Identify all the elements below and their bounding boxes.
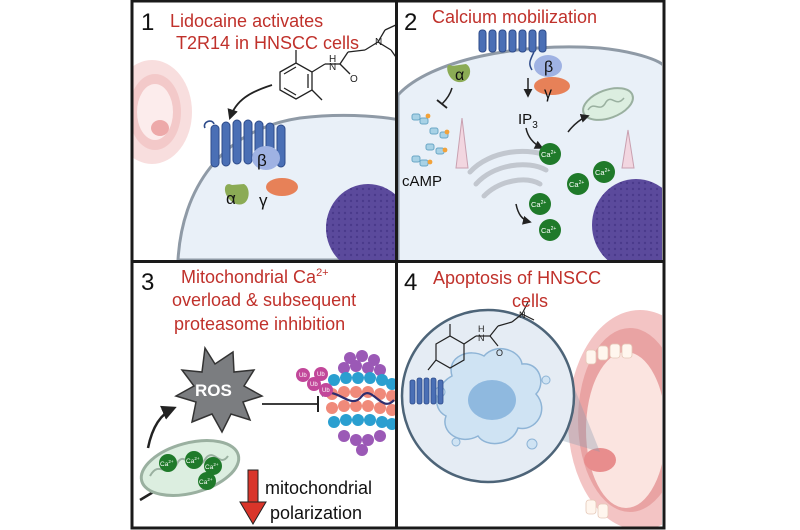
ub-label-a: Ub — [299, 373, 307, 379]
panel-2: α β γ cAMP IP3 — [398, 2, 662, 260]
panel-number-2: 2 — [404, 9, 417, 36]
g-gamma-subunit-1 — [266, 178, 298, 196]
g-alpha-subunit-2 — [447, 64, 471, 83]
svg-text:H: H — [329, 54, 336, 65]
mouth-illustration-1 — [133, 60, 192, 164]
svg-text:O: O — [350, 74, 358, 85]
binding-arrow-1 — [227, 84, 273, 121]
ros-arrow — [146, 405, 177, 449]
decrease-arrow — [239, 469, 267, 525]
inhibition-line-2 — [441, 87, 453, 105]
mitochondrion-2 — [582, 87, 634, 121]
camp-gradient-wedge — [455, 117, 469, 169]
alpha-label-2: α — [455, 67, 464, 84]
ca-ion-label-3a: Ca2+ — [160, 459, 174, 468]
svg-text:O: O — [496, 348, 503, 358]
ca-ion-label-2a: Ca2+ — [541, 150, 556, 159]
svg-text:N: N — [375, 37, 382, 48]
ca-ion-label-3c: Ca2+ — [205, 462, 219, 471]
calcium-ions-2 — [529, 143, 615, 241]
mouth-illustration-4 — [568, 310, 662, 528]
camp-molecules — [411, 113, 449, 167]
ub-label-c: Ub — [317, 372, 325, 378]
mito-polarization-line-2: polarization — [270, 503, 362, 523]
alpha-label-1: α — [226, 189, 236, 208]
panel-title-3-line-2: overload & subsequent — [172, 290, 356, 310]
camp-label: cAMP — [402, 173, 442, 190]
panel-number-1: 1 — [141, 9, 154, 36]
proteasome-complex — [321, 350, 395, 456]
g-beta-subunit-1 — [252, 146, 280, 170]
apoptotic-nucleus — [468, 380, 516, 420]
panel-title-4-line-2: cells — [512, 291, 548, 311]
mito-polarization-line-1: mitochondrial — [265, 478, 372, 498]
ros-burst — [174, 345, 264, 434]
ca-ion-label-3b: Ca2+ — [186, 456, 200, 465]
t2r14-receptor-2 — [478, 29, 547, 53]
svg-text:N: N — [329, 62, 336, 73]
beta-label-1: β — [257, 151, 267, 170]
calcium-ions-3 — [159, 451, 222, 490]
ip3-arrow — [525, 127, 544, 149]
ca-ion-label-2d: Ca2+ — [531, 200, 546, 209]
panel-title-3-line-3: proteasome inhibition — [174, 314, 345, 334]
panel-4: H N O N 4 Apoptosis of HNSCC cells — [398, 263, 662, 528]
svg-text:N: N — [519, 310, 526, 320]
ub-label-b: Ub — [310, 382, 318, 388]
panel-1: H N O N α β γ 1 Lidocaine activates T2R1… — [133, 2, 395, 260]
panel-number-4: 4 — [404, 269, 417, 296]
ca-ion-label-2b: Ca2+ — [595, 168, 610, 177]
panel-title-3-line-1: Mitochondrial Ca2+ — [181, 267, 329, 287]
lidocaine-molecule-1 — [279, 24, 395, 101]
g-beta-subunit-2 — [534, 55, 562, 77]
g-gamma-subunit-2 — [534, 77, 570, 95]
panel-number-3: 3 — [141, 269, 154, 296]
ca-ion-label-2e: Ca2+ — [541, 226, 556, 235]
ub-label-d: Ub — [322, 388, 330, 394]
gamma-label-2: γ — [544, 85, 552, 102]
panel-frame — [130, 0, 666, 530]
panel-title-1-line-1: Lidocaine activates — [170, 11, 323, 31]
ca-ion-label-3d: Ca2+ — [199, 477, 213, 486]
svg-text:H: H — [478, 324, 485, 334]
panel-title-1-line-2: T2R14 in HNSCC cells — [176, 33, 359, 53]
beta-label-2: β — [544, 59, 553, 76]
panel-title-2-line-1: Calcium mobilization — [432, 7, 597, 27]
ubiquitin-chain — [296, 367, 333, 397]
panel-3: 3 Mitochondrial Ca2+ overload & subseque… — [133, 263, 395, 528]
t2r14-receptor-4 — [409, 377, 444, 405]
ip3-label: IP3 — [518, 111, 538, 131]
panel-title-4-line-1: Apoptosis of HNSCC — [433, 268, 601, 288]
gamma-label-1: γ — [259, 191, 268, 210]
svg-text:N: N — [478, 333, 485, 343]
ros-label: ROS — [195, 381, 232, 400]
ca-gradient-wedge — [621, 129, 635, 169]
lidocaine-molecule-4 — [427, 301, 535, 371]
ca-ion-label-2c: Ca2+ — [569, 180, 584, 189]
g-alpha-subunit-1 — [224, 184, 249, 205]
